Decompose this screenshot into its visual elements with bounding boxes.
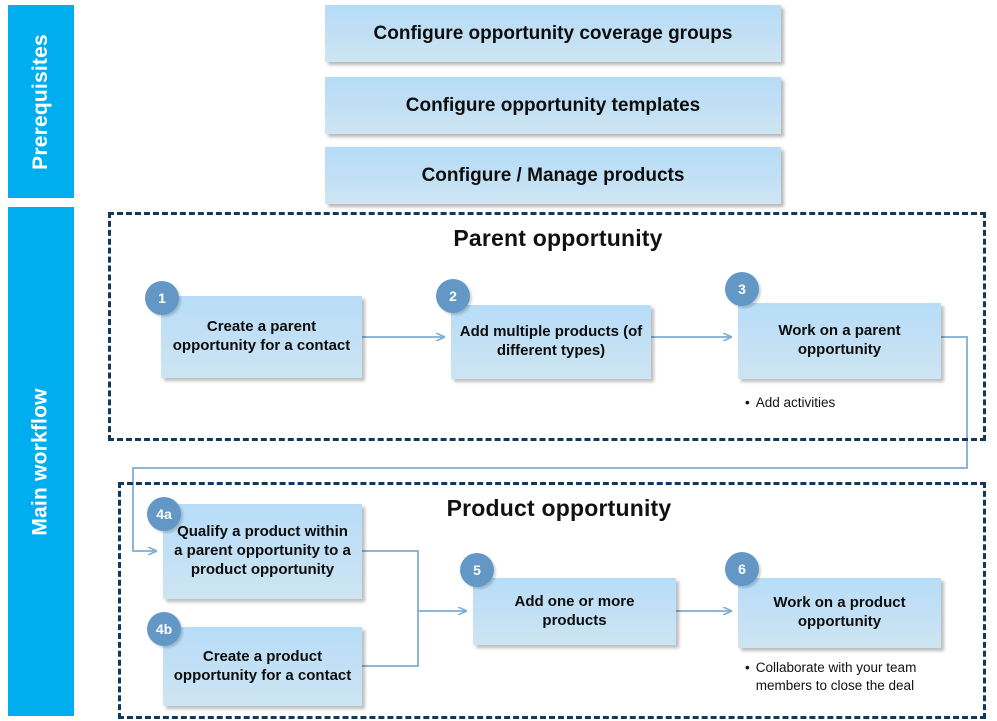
prerequisite-box-products[interactable]: Configure / Manage products bbox=[325, 147, 781, 204]
prerequisite-label: Configure opportunity coverage groups bbox=[373, 22, 733, 44]
section-title-parent-opportunity: Parent opportunity bbox=[453, 225, 663, 251]
step-label: Create a parent opportunity for a contac… bbox=[172, 318, 351, 354]
step-number: 4b bbox=[155, 621, 173, 637]
step-badge-1: 1 bbox=[145, 281, 179, 315]
step-badge-3: 3 bbox=[725, 272, 759, 306]
section-parent-opportunity: Parent opportunity bbox=[108, 212, 986, 441]
step-box-work-on-parent-opportunity[interactable]: Work on a parent opportunity bbox=[738, 303, 941, 379]
step-badge-5: 5 bbox=[460, 553, 494, 587]
step-label: Add multiple products (of different type… bbox=[459, 323, 643, 359]
step-number: 3 bbox=[738, 281, 746, 297]
step-box-work-on-product-opportunity[interactable]: Work on a product opportunity bbox=[738, 578, 941, 648]
step-3-bullet-list: • Add activities bbox=[745, 394, 955, 412]
step-box-create-product-opportunity[interactable]: Create a product opportunity for a conta… bbox=[163, 627, 362, 706]
step-number: 6 bbox=[738, 561, 746, 577]
prerequisite-label: Configure / Manage products bbox=[421, 164, 685, 186]
section-product-opportunity: Product opportunity bbox=[118, 482, 986, 719]
step-label: Work on a parent opportunity bbox=[778, 322, 901, 358]
bullet-text: Add activities bbox=[755, 395, 836, 410]
step-number: 1 bbox=[158, 290, 166, 306]
step-label: Work on a product opportunity bbox=[773, 594, 906, 630]
bullet-dot-icon: • bbox=[745, 395, 750, 410]
bullet-text: Collaborate with your team members to cl… bbox=[755, 660, 917, 694]
phase-bar-prerequisites: Prerequisites bbox=[8, 5, 74, 198]
step-label: Create a product opportunity for a conta… bbox=[173, 647, 352, 684]
step-box-add-one-or-more-products[interactable]: Add one or more products bbox=[473, 578, 676, 645]
prerequisite-box-templates[interactable]: Configure opportunity templates bbox=[325, 77, 781, 134]
phase-label-main-workflow: Main workflow bbox=[29, 387, 52, 536]
step-badge-6: 6 bbox=[725, 552, 759, 586]
step-badge-4a: 4a bbox=[147, 497, 181, 531]
step-badge-2: 2 bbox=[436, 279, 470, 313]
prerequisite-box-coverage-groups[interactable]: Configure opportunity coverage groups bbox=[325, 5, 781, 62]
bullet-item: • Add activities bbox=[745, 394, 955, 412]
step-6-bullet-list: • Collaborate with your team members to … bbox=[745, 659, 925, 695]
step-box-add-multiple-products[interactable]: Add multiple products (of different type… bbox=[451, 305, 651, 379]
step-label: Qualify a product within a parent opport… bbox=[174, 523, 351, 578]
phase-label-prerequisites: Prerequisites bbox=[29, 33, 53, 170]
bullet-dot-icon: • bbox=[745, 660, 750, 675]
prerequisite-label: Configure opportunity templates bbox=[405, 94, 701, 116]
step-box-qualify-product[interactable]: Qualify a product within a parent opport… bbox=[163, 504, 362, 599]
phase-bar-main-workflow: Main workflow bbox=[8, 207, 74, 716]
step-box-create-parent-opportunity[interactable]: Create a parent opportunity for a contac… bbox=[161, 296, 362, 378]
step-badge-4b: 4b bbox=[147, 612, 181, 646]
step-label: Add one or more products bbox=[514, 592, 635, 629]
step-number: 5 bbox=[473, 562, 481, 578]
step-number: 4a bbox=[156, 506, 172, 522]
section-title-product-opportunity: Product opportunity bbox=[446, 495, 672, 521]
bullet-item: • Collaborate with your team members to … bbox=[745, 659, 925, 695]
step-number: 2 bbox=[449, 288, 457, 304]
